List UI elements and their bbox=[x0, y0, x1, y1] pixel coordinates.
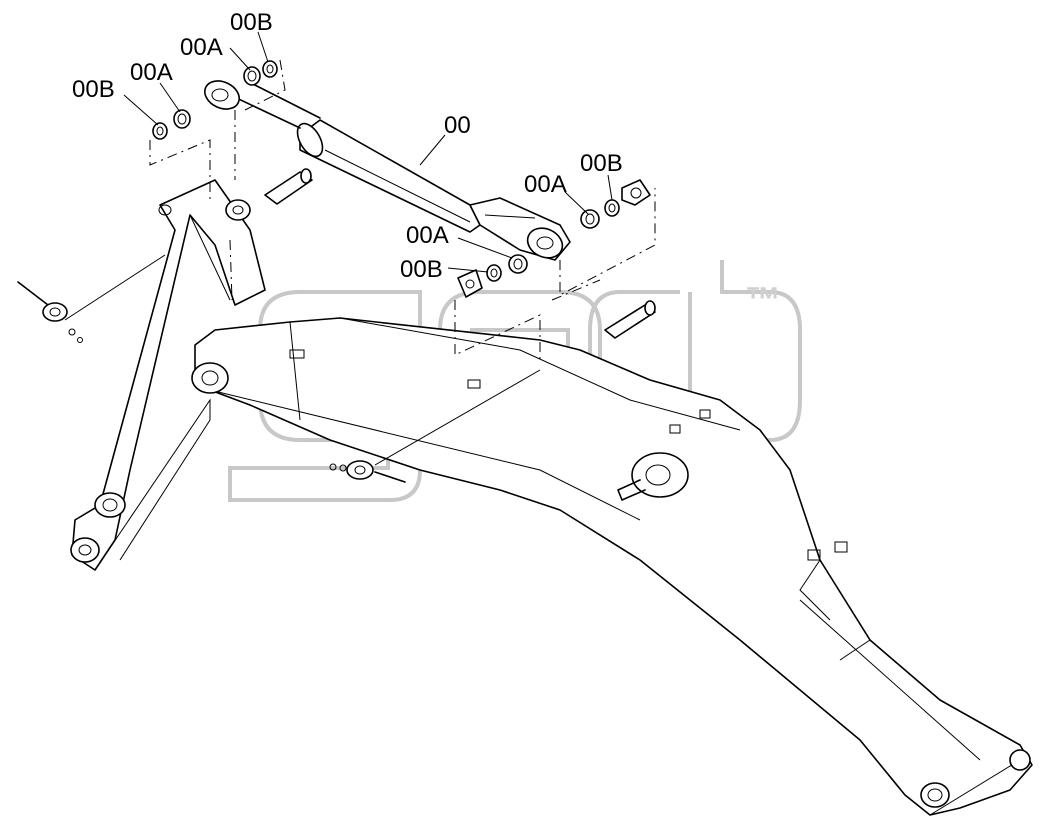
hydraulic-cylinder bbox=[203, 79, 571, 261]
boom bbox=[191, 317, 1033, 816]
label-shim-b-rod-left: 00B bbox=[400, 256, 443, 283]
frame bbox=[70, 179, 266, 571]
label-bushing-a-top-left: 00A bbox=[130, 59, 173, 86]
hardware-left bbox=[17, 254, 166, 343]
label-bushing-a-rod-left: 00A bbox=[406, 222, 449, 249]
watermark-trademark: ™ bbox=[745, 279, 781, 320]
label-shim-b-rod-right: 00B bbox=[580, 150, 623, 177]
hardware-middle bbox=[329, 369, 541, 483]
label-cylinder: 00 bbox=[444, 112, 471, 139]
leader-lines bbox=[123, 31, 613, 273]
watermark-letter-d bbox=[688, 260, 802, 442]
label-shim-b-top-right: 00B bbox=[230, 9, 273, 36]
label-bushing-a-rod-right: 00A bbox=[524, 171, 567, 198]
label-shim-b-top-left: 00B bbox=[72, 76, 115, 103]
center-lines bbox=[149, 59, 656, 360]
bushings bbox=[152, 60, 651, 298]
pins bbox=[264, 168, 656, 339]
part-labels: 00B 00A 00A 00B 00 00A 00B 00A 00B bbox=[72, 9, 623, 283]
label-bushing-a-top-right: 00A bbox=[180, 34, 223, 61]
